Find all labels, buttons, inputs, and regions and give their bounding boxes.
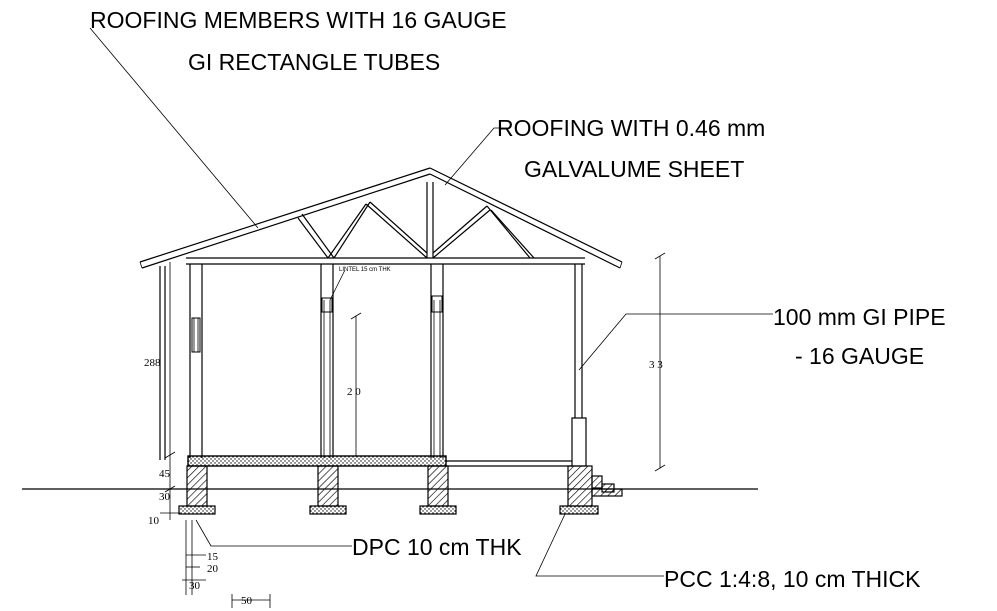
- lintel-note: LINTEL 15 cm THK: [339, 267, 391, 273]
- dimension-inner-height: [350, 312, 362, 456]
- footing-3: [419, 465, 457, 515]
- dim-30: 30: [189, 580, 201, 592]
- dim-20: 20: [207, 563, 219, 575]
- dim-plinth: 45: [159, 468, 171, 480]
- roof-members-note-line2: GI RECTANGLE TUBES: [188, 49, 440, 75]
- gi-pipe-column: [571, 264, 587, 467]
- pcc-note: PCC 1:4:8, 10 cm THICK: [664, 566, 921, 592]
- roof-members-note-line1: ROOFING MEMBERS WITH 16 GAUGE: [90, 7, 507, 33]
- pipe-note-line2: - 16 GAUGE: [795, 343, 924, 369]
- column-middle-2: [430, 264, 444, 458]
- footing-2: [309, 465, 347, 515]
- dimension-left-height: [160, 262, 180, 520]
- dim-foundation-depth: 30: [159, 491, 171, 503]
- roof-sheet: [139, 167, 623, 269]
- dim-right-height: 3 3: [649, 359, 663, 371]
- dimension-bottom: [182, 520, 271, 608]
- leader-lines: [89, 27, 773, 577]
- dim-inner-height: 2 0: [347, 386, 361, 398]
- roof-sheet-note-line2: GALVALUME SHEET: [524, 156, 744, 182]
- column-left: [189, 264, 203, 458]
- dpc-note: DPC 10 cm THK: [352, 534, 522, 560]
- dimension-right-height: [654, 252, 666, 472]
- plinth-beam: [187, 455, 447, 467]
- floor-right: [446, 460, 572, 467]
- footing-1: [178, 465, 216, 515]
- column-middle-1: [320, 264, 334, 458]
- dim-50: 50: [241, 595, 253, 607]
- roof-sheet-note-line1: ROOFING WITH 0.46 mm: [497, 115, 765, 141]
- dim-left-height: 288: [144, 357, 161, 369]
- dim-pcc-thickness: 10: [148, 515, 160, 527]
- steps: [591, 475, 623, 497]
- pipe-note-line1: 100 mm GI PIPE: [773, 304, 946, 330]
- roof-truss: [186, 182, 585, 265]
- dim-15: 15: [207, 551, 219, 563]
